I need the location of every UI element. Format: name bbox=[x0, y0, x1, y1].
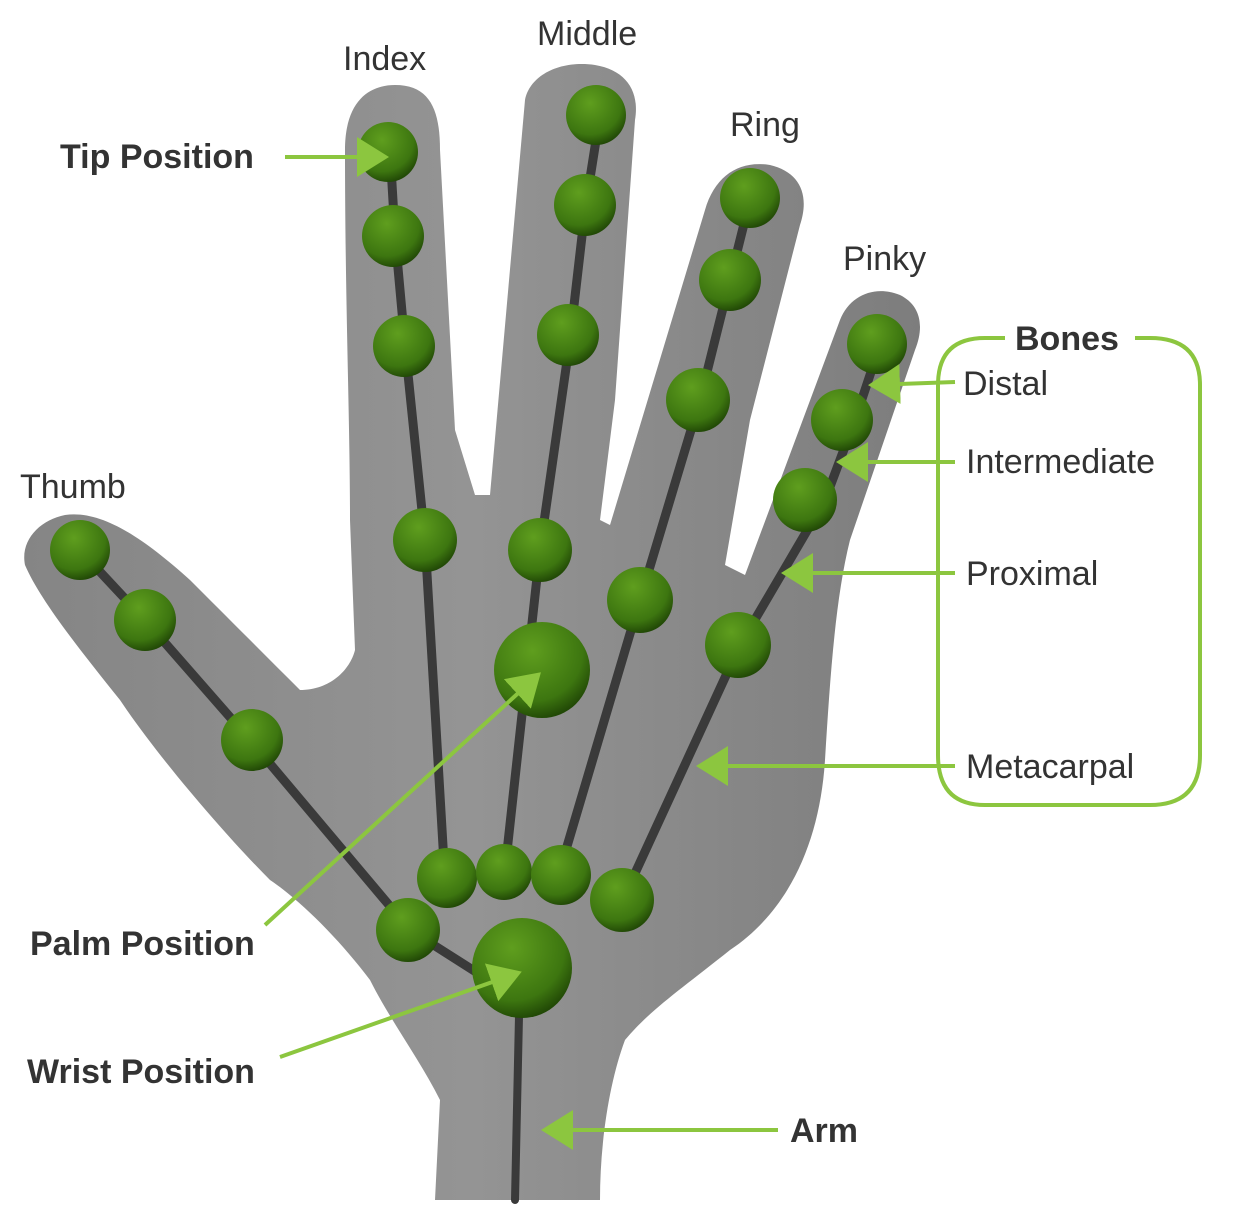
pinky-label: Pinky bbox=[843, 240, 926, 278]
bones-title: Bones bbox=[1015, 320, 1119, 358]
distal-arrow bbox=[868, 364, 956, 404]
pinky-metacarpal-joint bbox=[590, 868, 654, 932]
pinky-distal-joint bbox=[811, 389, 873, 451]
ring-tip-joint bbox=[720, 168, 780, 228]
thumb-label: Thumb bbox=[20, 468, 126, 506]
joints bbox=[50, 85, 907, 1018]
middle-intermediate-joint bbox=[537, 304, 599, 366]
bones-legend: Bones Distal Intermediate Proximal Metac… bbox=[963, 320, 1155, 786]
tip-position-label: Tip Position bbox=[60, 138, 254, 176]
arrows bbox=[263, 137, 956, 1150]
intermediate-label: Intermediate bbox=[966, 443, 1155, 481]
middle-proximal-joint bbox=[508, 518, 572, 582]
bones-bracket bbox=[936, 336, 1202, 807]
thumb-proximal-joint bbox=[221, 709, 283, 771]
hand-outline bbox=[24, 64, 920, 1200]
hand-silhouette bbox=[24, 64, 920, 1200]
index-tip-joint bbox=[358, 122, 418, 182]
thumb-tip-joint bbox=[50, 520, 110, 580]
palm-arrow bbox=[263, 672, 541, 927]
wrist-position-joint bbox=[472, 918, 572, 1018]
ring-label: Ring bbox=[730, 106, 800, 144]
ring-intermediate-joint bbox=[666, 368, 730, 432]
middle-label: Middle bbox=[537, 15, 637, 53]
ring-proximal-joint bbox=[607, 567, 673, 633]
pinky-proximal-joint bbox=[705, 612, 771, 678]
finger-labels: Thumb Index Middle Ring Pinky bbox=[20, 15, 926, 506]
metacarpal-label: Metacarpal bbox=[966, 748, 1134, 786]
palm-position-label: Palm Position bbox=[30, 925, 255, 963]
proximal-label: Proximal bbox=[966, 555, 1098, 593]
middle-tip-joint bbox=[566, 85, 626, 145]
index-intermediate-joint bbox=[373, 315, 435, 377]
position-labels: Tip Position Palm Position Wrist Positio… bbox=[27, 138, 858, 1150]
arm-label: Arm bbox=[790, 1112, 858, 1150]
index-metacarpal-joint bbox=[417, 848, 477, 908]
pinky-intermediate-joint bbox=[773, 468, 837, 532]
middle-distal-joint bbox=[554, 174, 616, 236]
ring-distal-joint bbox=[699, 249, 761, 311]
thumb-metacarpal-joint bbox=[376, 898, 440, 962]
middle-metacarpal-joint bbox=[476, 844, 532, 900]
thumb-distal-joint bbox=[114, 589, 176, 651]
index-label: Index bbox=[343, 40, 426, 78]
ring-metacarpal-joint bbox=[531, 845, 591, 905]
index-distal-joint bbox=[362, 205, 424, 267]
wrist-position-label: Wrist Position bbox=[27, 1053, 255, 1091]
pinky-tip-joint bbox=[847, 314, 907, 374]
index-proximal-joint bbox=[393, 508, 457, 572]
distal-label: Distal bbox=[963, 365, 1048, 403]
wrist-arrow bbox=[279, 963, 522, 1059]
